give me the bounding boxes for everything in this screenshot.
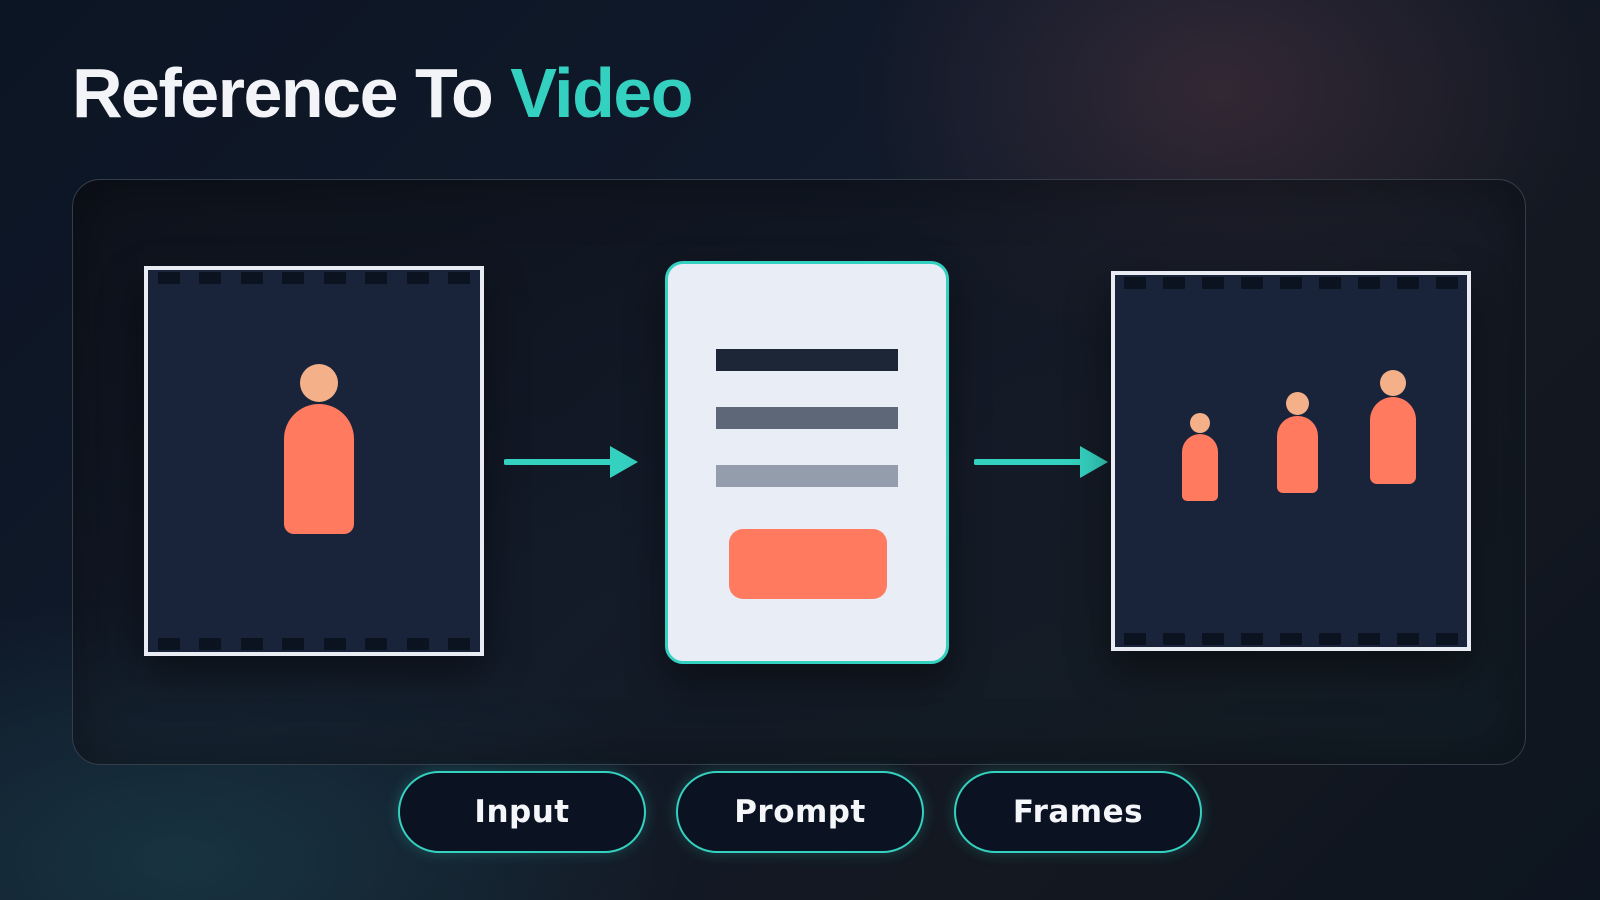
person-figure-small	[1182, 413, 1218, 501]
arrow-right-icon	[974, 446, 1108, 478]
prompt-line	[716, 407, 898, 429]
sprocket-row-top	[148, 272, 480, 284]
step-label-frames: Frames	[954, 771, 1202, 853]
input-frame	[144, 266, 484, 656]
prompt-line	[716, 349, 898, 371]
person-figure-large	[1370, 370, 1416, 484]
sprocket-row-top	[1115, 277, 1467, 289]
arrow-right-icon	[504, 446, 638, 478]
page-title: Reference To Video	[72, 58, 694, 128]
person-figure	[284, 364, 354, 534]
step-label-input: Input	[398, 771, 646, 853]
title-main: Reference To	[72, 54, 511, 132]
sprocket-row-bottom	[148, 638, 480, 650]
person-figure-medium	[1277, 392, 1318, 493]
output-frames	[1111, 271, 1471, 651]
title-accent: Video	[510, 54, 693, 132]
sprocket-row-bottom	[1115, 633, 1467, 645]
step-label-prompt: Prompt	[676, 771, 924, 853]
prompt-line	[716, 465, 898, 487]
prompt-submit-block	[729, 529, 887, 599]
prompt-card	[665, 261, 949, 664]
